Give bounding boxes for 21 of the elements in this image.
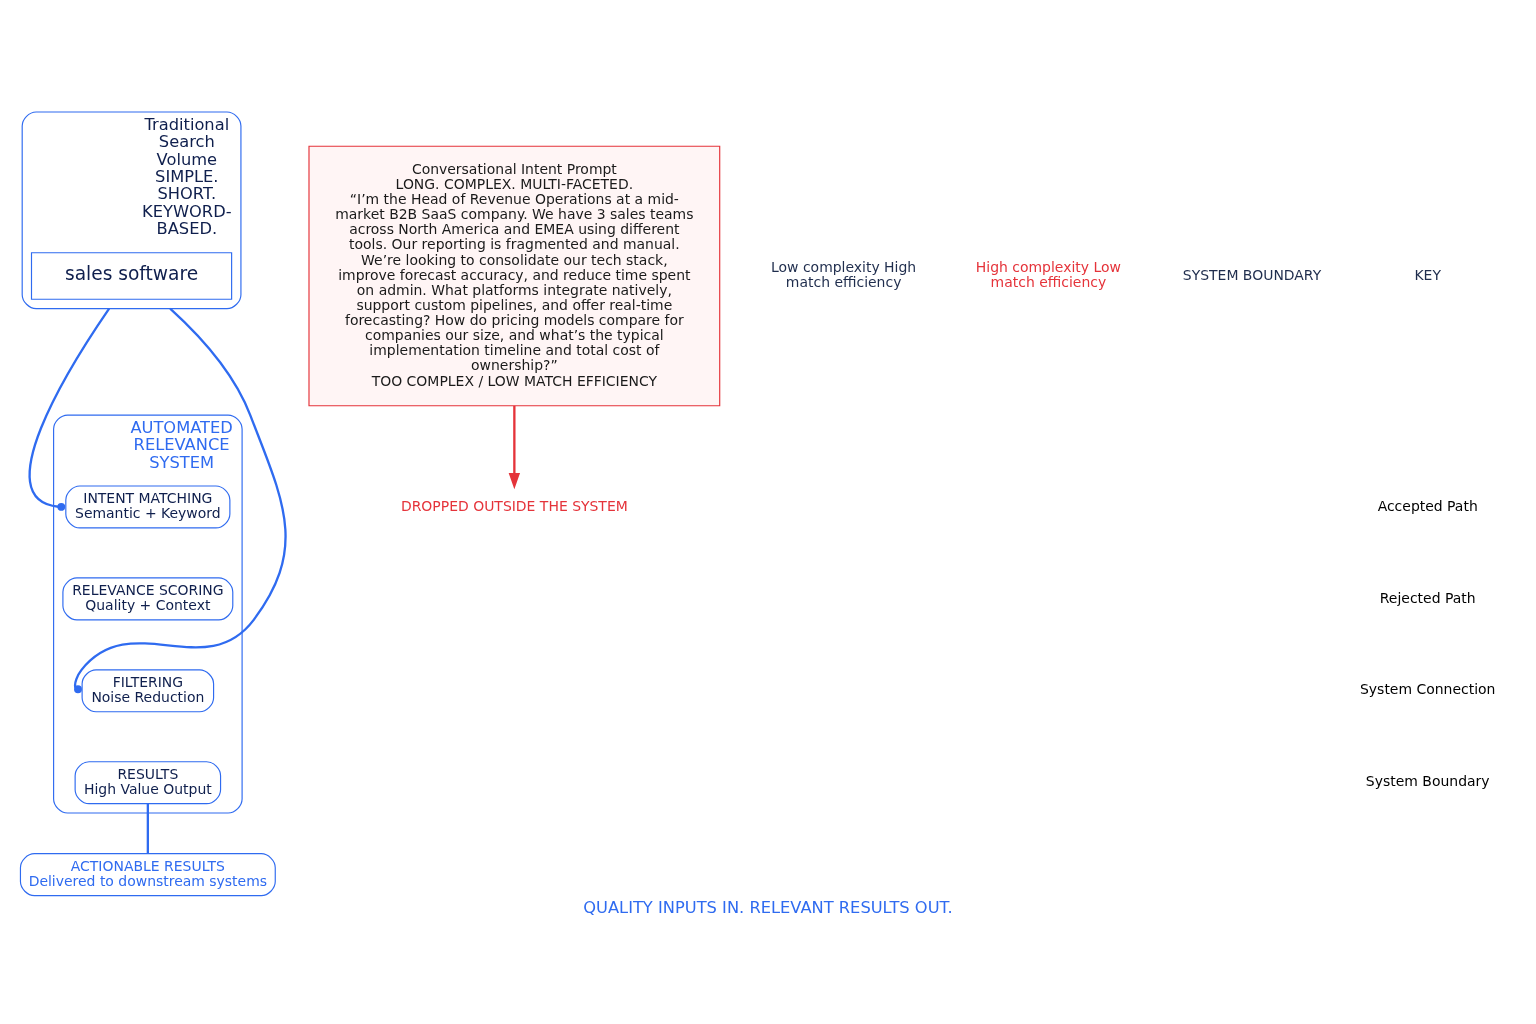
node-text: DROPPED OUTSIDE THE SYSTEM (400, 497, 628, 514)
caption: QUALITY INPUTS IN. RELEVANT RESULTS OUT. (583, 897, 953, 917)
legend-label: System Connection (1360, 680, 1496, 697)
legend-label: Accepted Path (1377, 497, 1478, 514)
label: High complexity Low match efficiency (975, 258, 1121, 290)
node-box: Conversational Intent Prompt LONG. COMPLEX. MULTI-FACETED. “I’m the Head of Revenue Operations at a mid-market B2B SaaS company. We have 3 sales teams across North America and EMEA using different tools. Our reporting is fragmented and manual. We’re looking to consolidate our tech stack, improve forecast accuracy, and reduce time spent on admin. What platforms integrate natively, support custom pipelines, and offer real-time forecasting? How do pricing models compare for companies our size, and what’s the typical implementation timeline and total cost of ownership?” TOO COMPLEX / LOW MATCH EFFICIENCY (308, 145, 721, 406)
label: Low complexity High match efficiency (771, 258, 917, 290)
connector (28, 307, 111, 511)
connector (146, 803, 149, 854)
node-box: INTENT MATCHING Semantic + Keyword (65, 484, 231, 528)
legend-label: Rejected Path (1379, 589, 1476, 605)
arrow (508, 405, 521, 489)
node-box: RELEVANCE SCORING Quality + Context (62, 576, 234, 620)
label: SYSTEM BOUNDARY (1182, 266, 1322, 283)
label: KEY (1414, 266, 1441, 283)
node-box: FILTERING Noise Reduction (81, 668, 215, 712)
connector (74, 307, 287, 693)
node-box: RESULTS High Value Output (74, 760, 222, 804)
legend-label: System Boundary (1365, 772, 1490, 789)
node-box: sales software (30, 251, 233, 300)
node-box: ACTIONABLE RESULTS Delivered to downstream systems (19, 852, 276, 896)
